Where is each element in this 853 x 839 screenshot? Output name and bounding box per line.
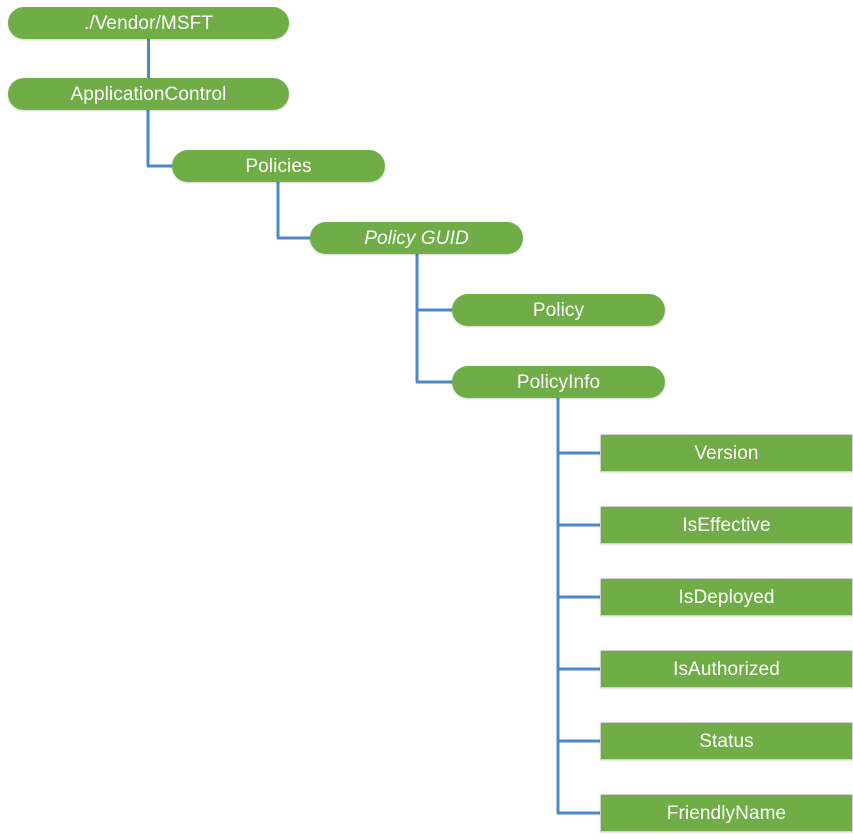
node-policy[interactable]: Policy [452, 294, 665, 326]
node-appcontrol[interactable]: ApplicationControl [8, 78, 289, 110]
node-status[interactable]: Status [600, 722, 853, 760]
node-isdeployed[interactable]: IsDeployed [600, 578, 853, 616]
node-policyinfo[interactable]: PolicyInfo [452, 366, 665, 398]
node-isauthorized[interactable]: IsAuthorized [600, 650, 853, 688]
node-policies[interactable]: Policies [172, 150, 385, 182]
node-iseffective[interactable]: IsEffective [600, 506, 853, 544]
node-version[interactable]: Version [600, 434, 853, 472]
node-vendor[interactable]: ./Vendor/MSFT [8, 7, 289, 39]
node-policyguid[interactable]: Policy GUID [310, 222, 523, 254]
node-friendlyname[interactable]: FriendlyName [600, 794, 853, 832]
